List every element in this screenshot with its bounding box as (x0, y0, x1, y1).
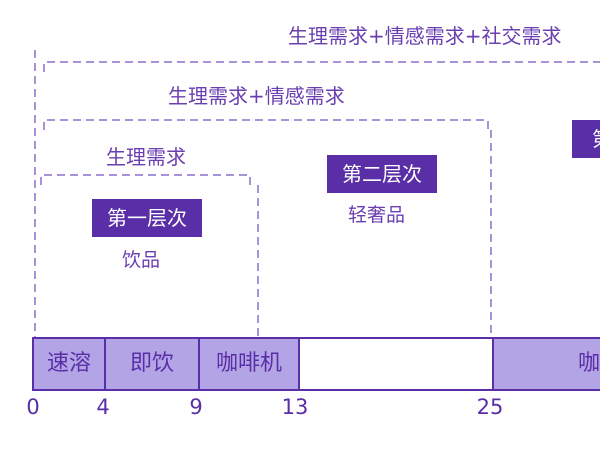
product-luxury: 轻奢品 (348, 204, 406, 226)
need-label-physio-emotion-social: 生理需求+情感需求+社交需求 (288, 24, 562, 48)
segment-label-2: 咖啡机 (215, 351, 282, 376)
need-label-physio: 生理需求 (106, 145, 186, 169)
segment-3 (298, 337, 494, 391)
segment-2 (198, 337, 300, 391)
segment-label-1: 即饮 (129, 351, 174, 376)
bracket-physio (40, 174, 251, 185)
segment-label-4: 咖 (578, 351, 600, 376)
segment-label-0: 速溶 (46, 351, 91, 376)
segment-label-3 (299, 338, 493, 390)
level-badge-second: 第二层次 (327, 155, 437, 193)
axis-tick-4: 4 (96, 395, 110, 419)
bracket-physio-emotion-social (43, 61, 600, 72)
bracket-physio-emotion (43, 119, 489, 130)
segment-4 (492, 337, 600, 391)
axis-tick-13: 13 (281, 395, 309, 419)
axis-tick-9: 9 (189, 395, 203, 419)
level-badge-first: 第一层次 (92, 199, 202, 237)
axis-tick-0: 0 (26, 395, 40, 419)
axis-tick-25: 25 (476, 395, 504, 419)
level-badge-third: 第 (572, 120, 600, 158)
product-beverage: 饮品 (122, 249, 161, 271)
need-label-physio-emotion: 生理需求+情感需求 (168, 84, 345, 108)
